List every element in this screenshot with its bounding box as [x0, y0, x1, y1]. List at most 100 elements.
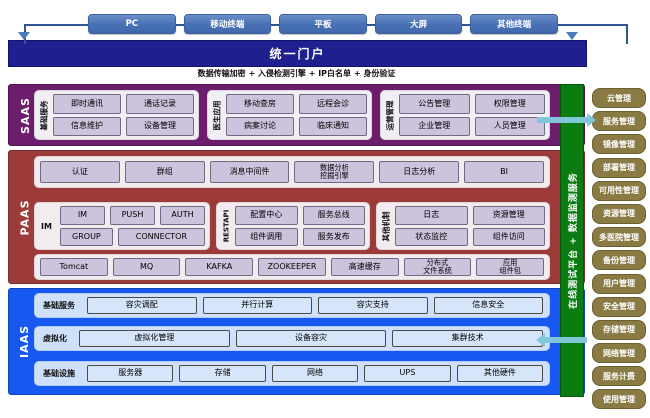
- paas-cell[interactable]: 服务发布: [302, 227, 365, 246]
- paas-bottom-cell[interactable]: ZOOKEEPER: [258, 258, 326, 276]
- paas-cell[interactable]: 配置中心: [235, 206, 298, 225]
- sidebar-item-image-management[interactable]: 镜像管理: [592, 134, 646, 155]
- paas-top-cell[interactable]: 日志分析: [379, 161, 460, 183]
- sidebar-item-user-management[interactable]: 用户管理: [592, 273, 646, 294]
- saas-cell[interactable]: 权限管理: [474, 94, 545, 114]
- iaas-cell[interactable]: 存储: [179, 365, 266, 382]
- iaas-row-basic-service: 基础服务 容灾调配 并行计算 容灾支持 信息安全: [34, 293, 550, 318]
- paas-bottom-cell[interactable]: MQ: [112, 258, 181, 276]
- paas-bottom-cell[interactable]: 分布式 文件系统: [403, 258, 472, 276]
- saas-cell[interactable]: 移动查房: [226, 94, 294, 114]
- iaas-cell[interactable]: 虚拟化管理: [79, 330, 230, 347]
- saas-cell[interactable]: 公告管理: [399, 94, 470, 114]
- iaas-cell[interactable]: 容灾调配: [87, 297, 197, 314]
- iaas-cell[interactable]: 并行计算: [202, 297, 312, 314]
- iaas-cell[interactable]: 服务器: [87, 365, 174, 382]
- paas-top-cell[interactable]: 群组: [124, 161, 205, 183]
- iaas-cell[interactable]: 容灾支持: [318, 297, 428, 314]
- paas-cell[interactable]: 组件访问: [472, 227, 545, 246]
- paas-group-0-label: IM: [41, 221, 52, 231]
- paas-group-other-mechanism: 其他机制 日志 资源管理 状态监控 组件访问: [376, 202, 550, 250]
- saas-group-basic-service: 基础服务 即时通讯 通话记录 信息维护 设备管理: [34, 90, 199, 140]
- paas-cell[interactable]: 状态监控: [395, 227, 468, 246]
- terminal-other[interactable]: 其他终端: [470, 14, 558, 34]
- paas-bottom-cell[interactable]: 应用 组件包: [476, 258, 545, 276]
- paas-bottom-row: Tomcat MQ KAFKA ZOOKEEPER 高速缓存 分布式 文件系统 …: [34, 254, 550, 280]
- sidebar-item-resource-management[interactable]: 资源管理: [592, 203, 646, 224]
- portal-subtitle: 数据传输加密 + 入侵检测引擎 + IP白名单 + 身份验证: [197, 69, 396, 78]
- saas-layer-tag: SAAS: [15, 85, 35, 145]
- terminal-row: PC 移动终端 平板 大屏 其他终端: [88, 14, 558, 34]
- iaas-cell[interactable]: 网络: [271, 365, 359, 382]
- saas-group-2-label: 运营管理: [385, 100, 395, 130]
- paas-cell[interactable]: PUSH: [109, 206, 155, 225]
- saas-group-operation: 运营管理 公告管理 权限管理 企业管理 人员管理: [380, 90, 550, 140]
- saas-cell[interactable]: 人员管理: [474, 116, 545, 136]
- paas-bottom-cell[interactable]: 高速缓存: [330, 258, 399, 276]
- saas-cell[interactable]: 信息维护: [53, 116, 121, 136]
- paas-top-row: 认证 群组 消息中间件 数据分析 挖掘引擎 日志分析 BI: [34, 156, 550, 188]
- iaas-row-2-label: 基础设施: [43, 369, 75, 378]
- arrow-sidebar-to-iaas-icon: [536, 333, 587, 347]
- unified-portal-bar: 统一门户: [8, 40, 587, 67]
- iaas-row-1-label: 虚拟化: [43, 334, 67, 343]
- paas-tag-label: PAAS: [18, 198, 32, 236]
- sidebar-item-cloud-management[interactable]: 云管理: [592, 88, 646, 108]
- saas-cell[interactable]: 通话记录: [126, 94, 194, 114]
- iaas-cell[interactable]: 其他硬件: [456, 365, 544, 382]
- sidebar-item-service-billing[interactable]: 服务计费: [592, 366, 646, 387]
- saas-group-1-label: 医生应用: [212, 100, 222, 130]
- paas-top-cell[interactable]: 认证: [40, 161, 120, 183]
- paas-cell[interactable]: 服务总线: [302, 206, 365, 225]
- paas-top-cell[interactable]: BI: [464, 161, 544, 183]
- iaas-row-infrastructure: 基础设施 服务器 存储 网络 UPS 其他硬件: [34, 361, 550, 386]
- saas-cell[interactable]: 临床通知: [299, 116, 367, 136]
- iaas-cell[interactable]: UPS: [364, 365, 451, 382]
- sidebar-item-deployment-management[interactable]: 部署管理: [592, 157, 646, 178]
- paas-top-cell[interactable]: 数据分析 挖掘引擎: [294, 161, 375, 183]
- iaas-row-0-label: 基础服务: [43, 301, 75, 310]
- paas-group-1-label: RESTAPI: [222, 209, 231, 243]
- saas-cell[interactable]: 企业管理: [399, 116, 470, 136]
- terminal-pc[interactable]: PC: [88, 14, 176, 34]
- iaas-cell[interactable]: 信息安全: [433, 297, 543, 314]
- sidebar-item-storage-management[interactable]: 存储管理: [592, 319, 646, 340]
- paas-layer-tag: PAAS: [15, 151, 35, 283]
- arrow-saas-to-sidebar-icon: [537, 113, 596, 127]
- paas-cell[interactable]: AUTH: [159, 206, 205, 225]
- sidebar-item-backup-management[interactable]: 备份管理: [592, 250, 646, 271]
- terminal-bigscreen[interactable]: 大屏: [374, 14, 463, 34]
- sidebar-item-network-management[interactable]: 网络管理: [592, 343, 646, 364]
- sidebar-item-service-management[interactable]: 服务管理: [592, 111, 646, 132]
- saas-group-0-label: 基础服务: [39, 100, 49, 130]
- paas-bottom-cell[interactable]: Tomcat: [40, 258, 108, 276]
- saas-tag-label: SAAS: [18, 96, 32, 134]
- paas-cell[interactable]: 资源管理: [472, 206, 545, 225]
- iaas-row-virtualization: 虚拟化 虚拟化管理 设备容灾 集群技术: [34, 326, 550, 351]
- paas-cell[interactable]: GROUP: [59, 227, 113, 246]
- green-band-label: 在线测试平台 + 数据监测服务: [568, 172, 579, 309]
- paas-cell[interactable]: 日志: [395, 206, 468, 225]
- sidebar-item-availability-management[interactable]: 可用性管理: [592, 180, 646, 201]
- iaas-cell[interactable]: 集群技术: [392, 330, 544, 347]
- saas-cell[interactable]: 病案讨论: [226, 116, 294, 136]
- paas-top-cell[interactable]: 消息中间件: [209, 161, 290, 183]
- saas-group-doctor-app: 医生应用 移动查房 远程会诊 病案讨论 临床通知: [207, 90, 372, 140]
- sidebar-item-usage-management[interactable]: 使用管理: [592, 389, 646, 410]
- sidebar-item-multi-hospital-management[interactable]: 多医院管理: [592, 227, 646, 248]
- saas-cell[interactable]: 设备管理: [126, 116, 194, 136]
- paas-bottom-cell[interactable]: KAFKA: [185, 258, 254, 276]
- iaas-tag-label: IAAS: [18, 324, 32, 359]
- paas-cell[interactable]: 组件调用: [235, 227, 298, 246]
- saas-cell[interactable]: 远程会诊: [299, 94, 367, 114]
- paas-cell[interactable]: CONNECTOR: [117, 227, 205, 246]
- paas-group-2-label: 其他机制: [381, 211, 391, 241]
- saas-cell[interactable]: 即时通讯: [53, 94, 121, 114]
- iaas-cell[interactable]: 设备容灾: [235, 330, 387, 347]
- paas-cell[interactable]: IM: [59, 206, 105, 225]
- sidebar-item-security-management[interactable]: 安全管理: [592, 296, 646, 317]
- terminal-mobile[interactable]: 移动终端: [183, 14, 272, 34]
- terminal-tablet[interactable]: 平板: [279, 14, 367, 34]
- online-test-platform-band: 在线测试平台 + 数据监测服务: [560, 84, 584, 397]
